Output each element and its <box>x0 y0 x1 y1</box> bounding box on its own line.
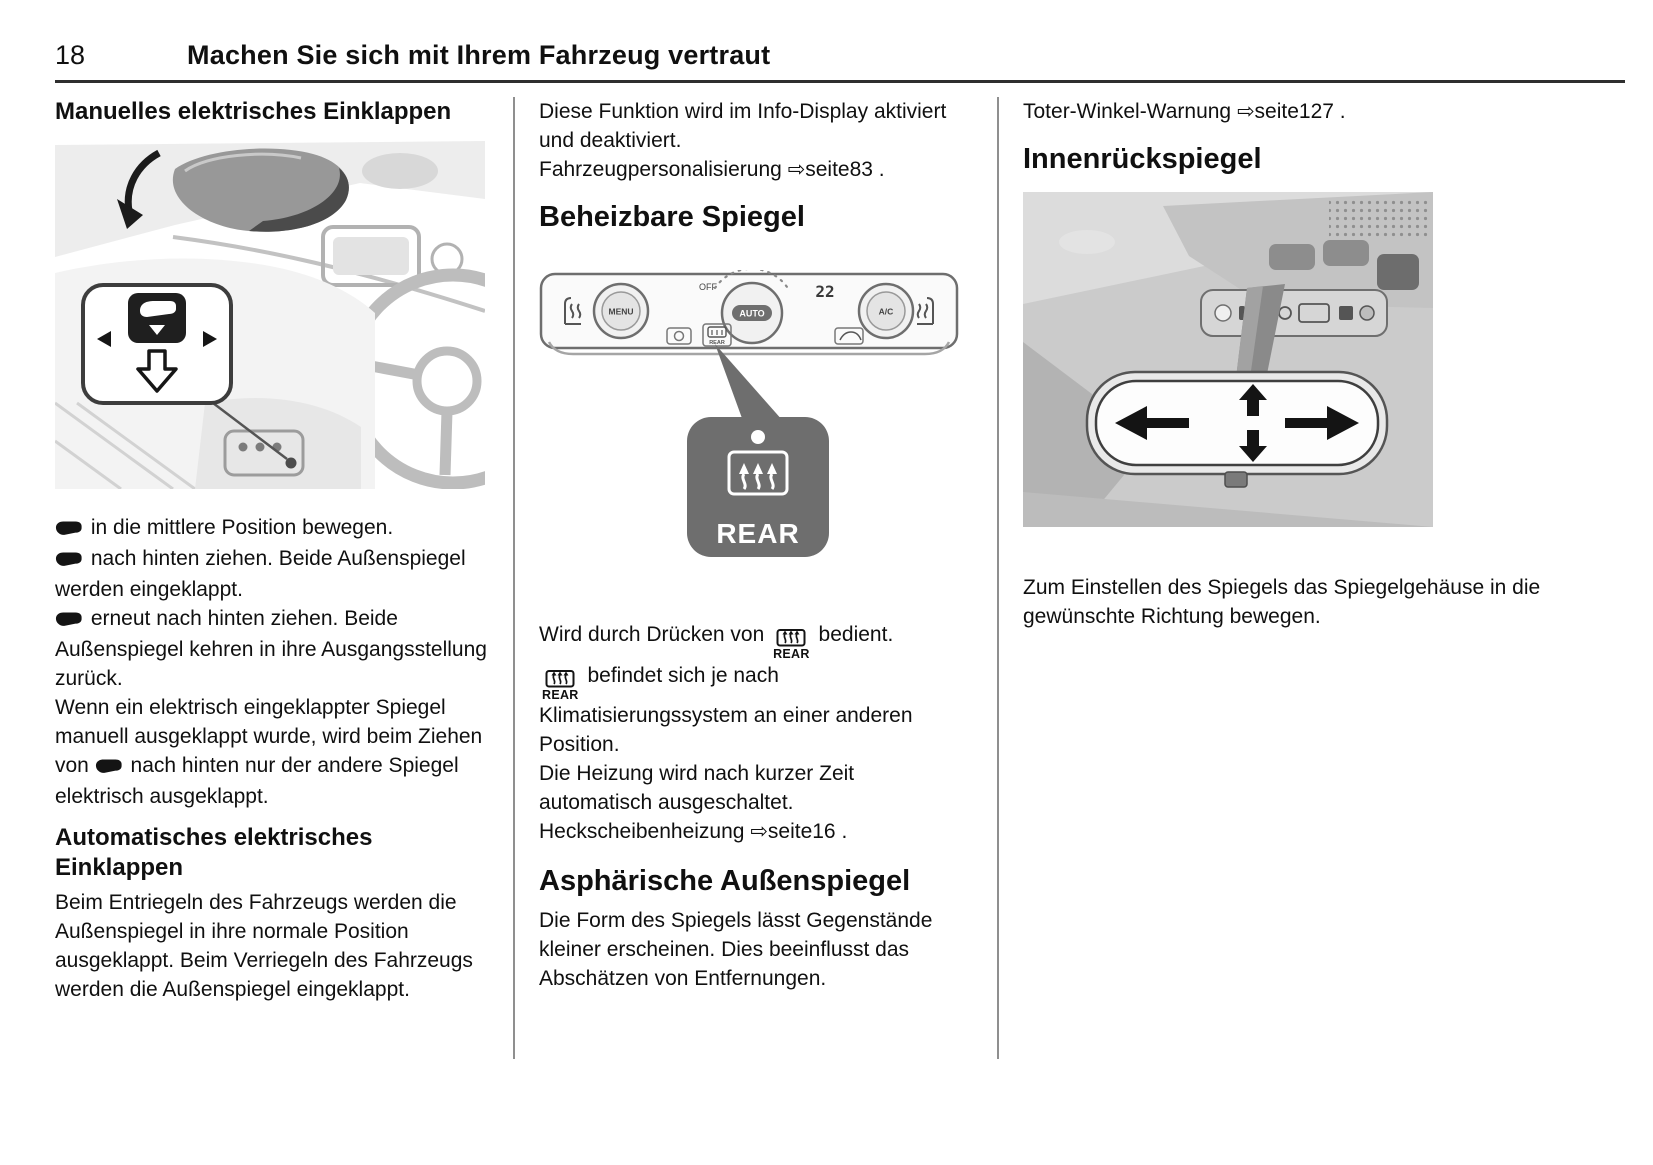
chapter-title: Machen Sie sich mit Ihrem Fahrzeug vertr… <box>187 40 771 70</box>
heated-seat-left-icon <box>564 297 582 325</box>
rear-defrost-button-icon: REAR <box>773 628 810 661</box>
paragraph-text: bedient. <box>812 623 894 646</box>
step-paragraph-1: in die mittlere Position bewegen. <box>55 513 489 544</box>
paragraph-text: Wenn ein elektrisch eingeklappter Spiege… <box>55 696 483 777</box>
ac-knob: A/C <box>857 282 915 340</box>
climate-control-illustration: MENU OFF AUTO 22 A/C <box>539 270 959 557</box>
sentence-end: . <box>1333 100 1346 123</box>
step-text: erneut nach hinten ziehen. Beide Außensp… <box>55 607 487 690</box>
headrest-sketch <box>362 153 438 189</box>
mirror-select-pad <box>128 293 186 343</box>
paragraph-text: befindet sich je nach Klimatisierungssys… <box>539 663 913 757</box>
page-reference-127: ⇨seite127 <box>1231 100 1334 123</box>
mirror-body <box>1085 370 1389 488</box>
page-reference-83: ⇨seite83 <box>781 158 873 181</box>
rear-defrost-callout: REAR <box>687 417 829 557</box>
paragraph-button-position: REAR befindet sich je nach Klimatisierun… <box>539 661 973 760</box>
paragraph-operate: Wird durch Drücken von REAR bedient. <box>539 620 973 661</box>
adjust-direction-arrows <box>1115 384 1359 462</box>
section-heading-aspheric-mirrors: Asphärische Außenspiegel <box>539 865 911 897</box>
paragraph-heating-timeout: Die Heizung wird nach kurzer Zeit automa… <box>539 762 855 814</box>
column-right: Toter-Winkel-Warnung ⇨seite127 . Innenrü… <box>1023 97 1583 631</box>
rear-defrost-callout-icon <box>727 450 789 496</box>
instrument-cluster-sketch <box>321 225 464 287</box>
rear-defrost-button-icon: REAR <box>542 669 579 702</box>
mirror-control-icon <box>55 515 83 544</box>
paragraph-aspheric: Die Form des Spiegels lässt Gegenstände … <box>539 909 933 990</box>
callout-rear-label: REAR <box>716 518 799 549</box>
column-middle: Diese Funktion wird im Info-Display akti… <box>539 97 973 993</box>
content-columns: Manuelles elektrisches Einklappen <box>55 83 1653 1059</box>
arrow-right-icon <box>1285 406 1359 440</box>
section-heading-automatic-folding: Automatisches elektrisches Einklappen <box>55 824 373 881</box>
off-label: OFF <box>699 282 717 292</box>
section-heading-manual-folding: Manuelles elektrisches Einklappen <box>55 98 452 125</box>
page-reference-16: ⇨seite16 <box>744 820 836 843</box>
section-heading-heated-mirrors: Beheizbare Spiegel <box>539 201 805 233</box>
arrow-left-icon <box>1115 406 1189 440</box>
rear-label: REAR <box>542 687 579 702</box>
paragraph-adjust-mirror: Zum Einstellen des Spiegels das Spiegelg… <box>1023 576 1541 628</box>
paragraph-rear-window-heating: Heckscheibenheizung ⇨seite16 . <box>539 817 973 846</box>
paragraph-blind-spot: Toter-Winkel-Warnung ⇨seite127 . <box>1023 97 1583 126</box>
mirror-adjust-tab <box>1224 471 1248 488</box>
mirror-switch-callout <box>81 283 233 405</box>
column-left: Manuelles elektrisches Einklappen <box>55 97 489 1004</box>
callout-leader-line <box>212 402 288 460</box>
paragraph-info-display: Diese Funktion wird im Info-Display akti… <box>539 100 947 152</box>
page-header: 18 Machen Sie sich mit Ihrem Fahrzeug ve… <box>55 0 1625 83</box>
fold-direction-arrow <box>117 149 161 229</box>
rearview-mirror-illustration <box>1023 192 1433 527</box>
switch-right-arrow-icon <box>203 331 217 347</box>
arrow-down-icon <box>1239 430 1267 462</box>
mirror-fold-illustration <box>55 141 485 489</box>
step-text: in die mittlere Position bewegen. <box>85 516 394 539</box>
auto-knob: AUTO <box>720 281 784 345</box>
section-heading-interior-mirror: Innenrückspiegel <box>1023 143 1262 175</box>
temp-scale-arc <box>713 270 791 292</box>
sentence-end: . <box>872 158 885 181</box>
overhead-console <box>1059 192 1433 308</box>
exterior-mirror-sketch <box>172 148 349 232</box>
paragraph-automatic-folding: Beim Entriegeln des Fahrzeugs werden die… <box>55 891 473 1001</box>
paragraph-text: Heckscheibenheizung <box>539 820 745 843</box>
paragraph-text: nach hinten nur der andere Spiegel elekt… <box>55 754 459 808</box>
temperature-display: 22 <box>815 282 834 301</box>
mirror-control-icon <box>95 753 123 782</box>
dashboard-line <box>172 235 485 313</box>
switch-left-arrow-icon <box>97 331 111 347</box>
rear-defrost-panel-button: REAR <box>702 323 732 347</box>
heated-seat-right-icon <box>916 297 934 325</box>
rear-small-label: REAR <box>709 340 725 346</box>
step-text: nach hinten ziehen. Beide Außenspiegel w… <box>55 547 466 601</box>
rear-label: REAR <box>773 647 810 661</box>
paragraph-text: Wird durch Drücken von <box>539 623 771 646</box>
mirror-control-icon <box>55 606 83 635</box>
arrow-up-icon <box>1239 384 1267 416</box>
menu-knob: MENU <box>592 282 650 340</box>
callout-pointer <box>715 344 783 421</box>
callout-dot <box>751 430 765 444</box>
sentence-end: . <box>835 820 848 843</box>
fan-button <box>666 327 692 345</box>
auto-knob-label: AUTO <box>739 309 764 319</box>
column-divider <box>997 97 999 1059</box>
mirror-control-icon <box>55 546 83 575</box>
owners-manual-page: 18 Machen Sie sich mit Ihrem Fahrzeug ve… <box>55 0 1653 1059</box>
column-divider <box>513 97 515 1059</box>
ac-knob-label: A/C <box>879 307 894 317</box>
mirror-base-sensor-strip <box>1200 289 1388 337</box>
paragraph-manual-unfold: Wenn ein elektrisch eingeklappter Spiege… <box>55 693 489 811</box>
switch-down-arrow-icon <box>136 349 178 393</box>
recirculation-button <box>834 327 864 345</box>
menu-knob-label: MENU <box>608 307 633 317</box>
step-paragraph-2: nach hinten ziehen. Beide Außenspiegel w… <box>55 544 489 604</box>
paragraph-text: Toter-Winkel-Warnung <box>1023 100 1232 123</box>
step-paragraph-3: erneut nach hinten ziehen. Beide Außensp… <box>55 604 489 693</box>
page-number: 18 <box>55 40 86 70</box>
paragraph-text: Fahrzeugpersonalisierung <box>539 158 782 181</box>
paragraph-personalization: Fahrzeugpersonalisierung ⇨seite83 . <box>539 155 973 184</box>
